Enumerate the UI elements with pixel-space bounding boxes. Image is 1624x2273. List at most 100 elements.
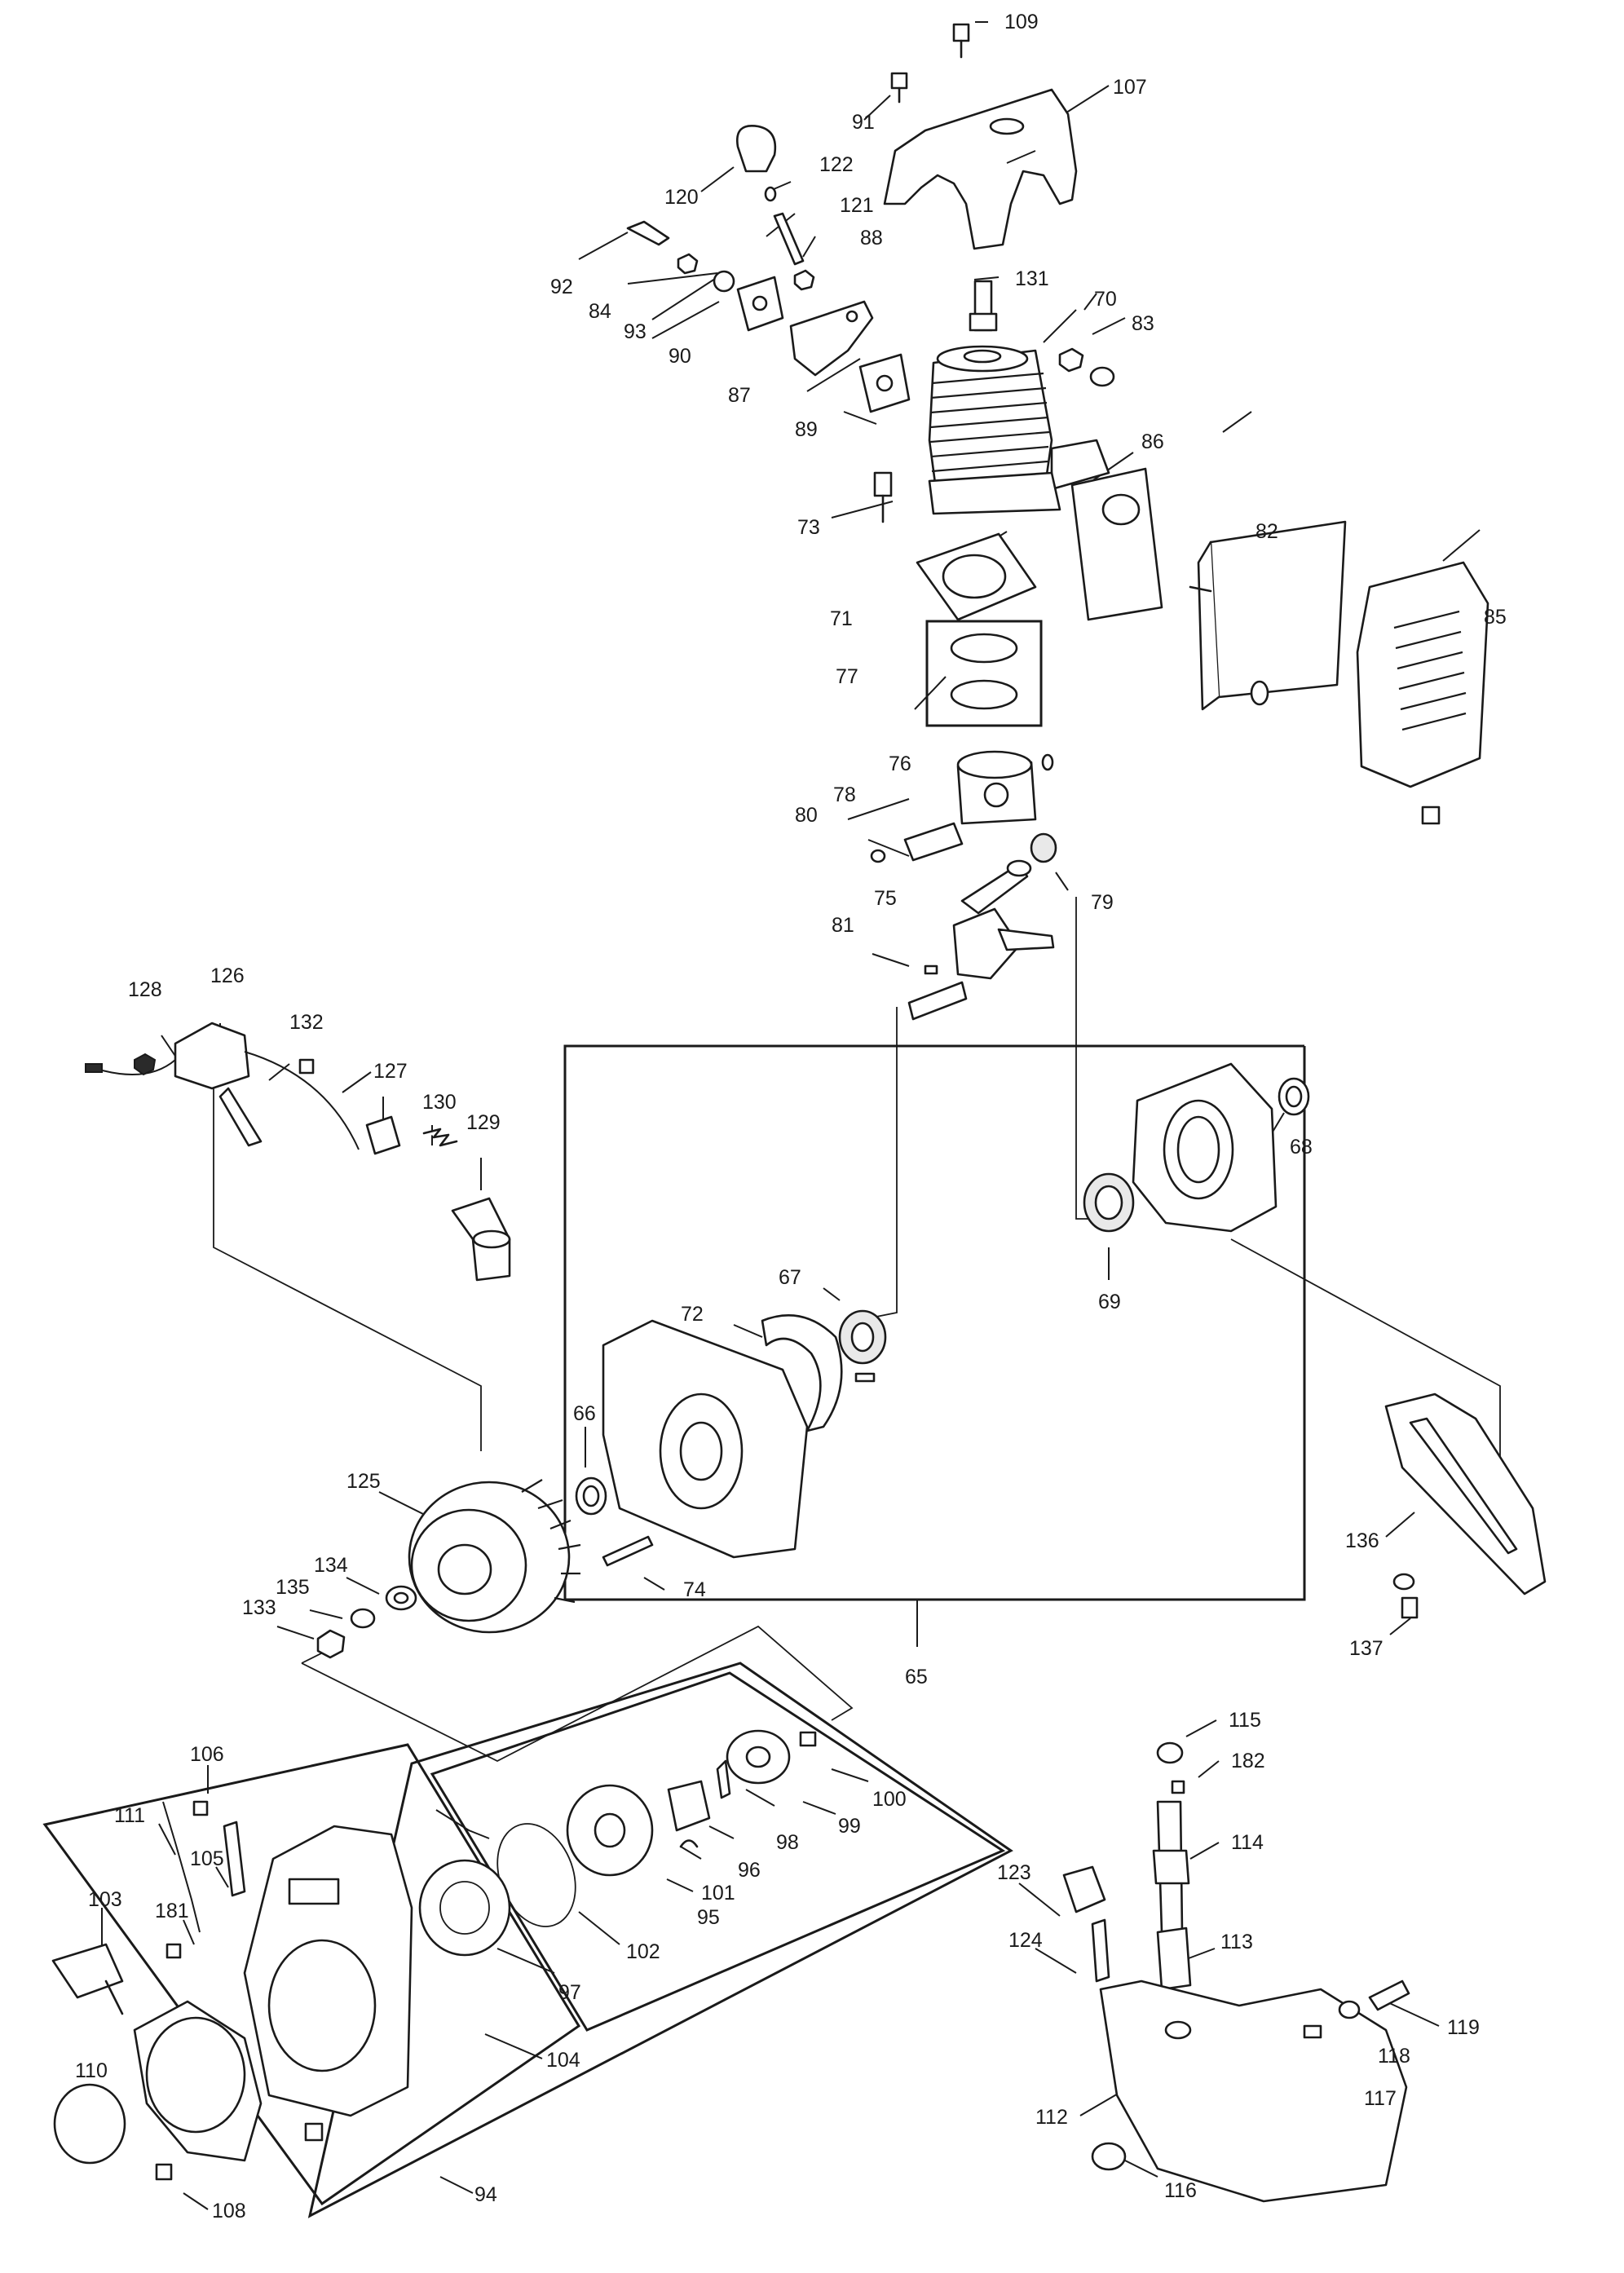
- rope-97: [418, 1809, 511, 1957]
- pin-72b: [854, 1372, 876, 1383]
- callout-79: 79: [1091, 891, 1114, 914]
- washer-136b: [1392, 1573, 1415, 1591]
- callout-107: 107: [1113, 76, 1147, 99]
- callout-115: 115: [1229, 1709, 1261, 1732]
- vent-124: [1091, 1918, 1110, 1983]
- clip-80: [870, 849, 886, 863]
- bolt-73: [873, 471, 893, 523]
- piston-76: [956, 750, 1037, 825]
- callout-108: 108: [212, 2200, 246, 2222]
- callout-113: 113: [1220, 1931, 1253, 1953]
- muffler-82: [1189, 520, 1347, 711]
- gasket-71: [916, 532, 1037, 621]
- callout-137: 137: [1349, 1637, 1383, 1660]
- callout-117: 117: [1364, 2087, 1397, 2110]
- grommet-127: [365, 1115, 401, 1155]
- washer-135: [350, 1608, 376, 1629]
- callout-182: 182: [1231, 1750, 1265, 1772]
- fuel-cap-123: [1062, 1865, 1106, 1913]
- pulley-99: [726, 1729, 791, 1785]
- callout-86: 86: [1141, 430, 1164, 453]
- callout-80: 80: [795, 804, 818, 827]
- pawl-96: [667, 1780, 711, 1832]
- callout-76: 76: [889, 753, 911, 775]
- lever-105: [223, 1821, 246, 1897]
- callout-81: 81: [832, 914, 854, 937]
- callout-130: 130: [422, 1091, 457, 1114]
- plug-cap-129: [451, 1197, 511, 1282]
- callout-120: 120: [664, 186, 699, 209]
- callout-94: 94: [474, 2183, 497, 2206]
- callout-109: 109: [1004, 11, 1039, 33]
- handle-103: [51, 1943, 124, 2015]
- screw-132: [298, 1058, 315, 1075]
- callout-129: 129: [466, 1111, 501, 1134]
- callout-135: 135: [276, 1576, 310, 1599]
- callout-122: 122: [819, 153, 854, 176]
- callout-124: 124: [1008, 1929, 1043, 1952]
- callout-70: 70: [1094, 288, 1117, 311]
- callout-67: 67: [779, 1266, 801, 1289]
- cover-110: [53, 2083, 126, 2165]
- crankcase-right: [1132, 1062, 1278, 1233]
- starter-sub-box: [430, 1671, 1006, 2032]
- callout-110: 110: [75, 2059, 108, 2082]
- callout-100: 100: [872, 1788, 907, 1811]
- oil-seal-66: [575, 1476, 607, 1516]
- crankcase-left: [602, 1319, 809, 1559]
- bearing-69: [1083, 1172, 1135, 1233]
- bolt-100: [799, 1731, 817, 1747]
- callout-125: 125: [346, 1470, 381, 1493]
- starter-housing-104: [243, 1825, 413, 2117]
- flywheel-125: [408, 1479, 581, 1634]
- nut-133: [316, 1629, 346, 1659]
- callout-181: 181: [155, 1900, 189, 1922]
- gasket-86: [1070, 467, 1163, 621]
- fuel-filter-114: [1152, 1800, 1190, 1934]
- callout-127: 127: [373, 1060, 408, 1083]
- callout-119: 119: [1447, 2016, 1480, 2039]
- callout-89: 89: [795, 418, 818, 441]
- screw-85b: [1421, 805, 1441, 825]
- washer-134: [385, 1585, 417, 1611]
- bolt-109: [952, 23, 970, 59]
- callout-106: 106: [190, 1743, 224, 1766]
- washer-83b: [1089, 366, 1115, 387]
- spring-101: [679, 1839, 699, 1848]
- bolt-91: [890, 72, 908, 104]
- screw-104b: [304, 2122, 324, 2142]
- callout-112: 112: [1035, 2106, 1068, 2129]
- nut-83: [1058, 347, 1084, 373]
- engine-cover-107: [883, 88, 1078, 250]
- ring-122: [764, 186, 777, 202]
- bolt-119: [1368, 1979, 1410, 2011]
- callout-73: 73: [797, 516, 820, 539]
- bracket-136: [1384, 1392, 1547, 1596]
- clip-98: [716, 1759, 731, 1799]
- callout-105: 105: [190, 1847, 224, 1870]
- screw-137: [1401, 1596, 1419, 1619]
- callout-74: 74: [683, 1578, 706, 1601]
- gasket-72: [761, 1314, 843, 1432]
- callout-114: 114: [1231, 1831, 1264, 1854]
- callout-103: 103: [88, 1888, 122, 1911]
- callout-69: 69: [1098, 1291, 1121, 1313]
- key-81: [924, 964, 938, 975]
- callout-91: 91: [852, 111, 875, 134]
- callout-111: 111: [114, 1804, 145, 1827]
- callout-71: 71: [830, 607, 853, 630]
- callout-92: 92: [550, 276, 573, 298]
- callout-95: 95: [697, 1906, 720, 1929]
- bearing-67: [838, 1309, 887, 1365]
- callout-96: 96: [738, 1859, 761, 1882]
- callout-123: 123: [997, 1861, 1031, 1884]
- callout-83: 83: [1132, 312, 1154, 335]
- callout-136: 136: [1345, 1529, 1379, 1552]
- muffler-cover-85: [1356, 561, 1489, 788]
- piston-ring-box-77: [925, 620, 1043, 727]
- rod-111: [162, 1801, 201, 1933]
- pin-78: [903, 822, 964, 862]
- callout-82: 82: [1256, 520, 1278, 543]
- callout-93: 93: [624, 320, 647, 343]
